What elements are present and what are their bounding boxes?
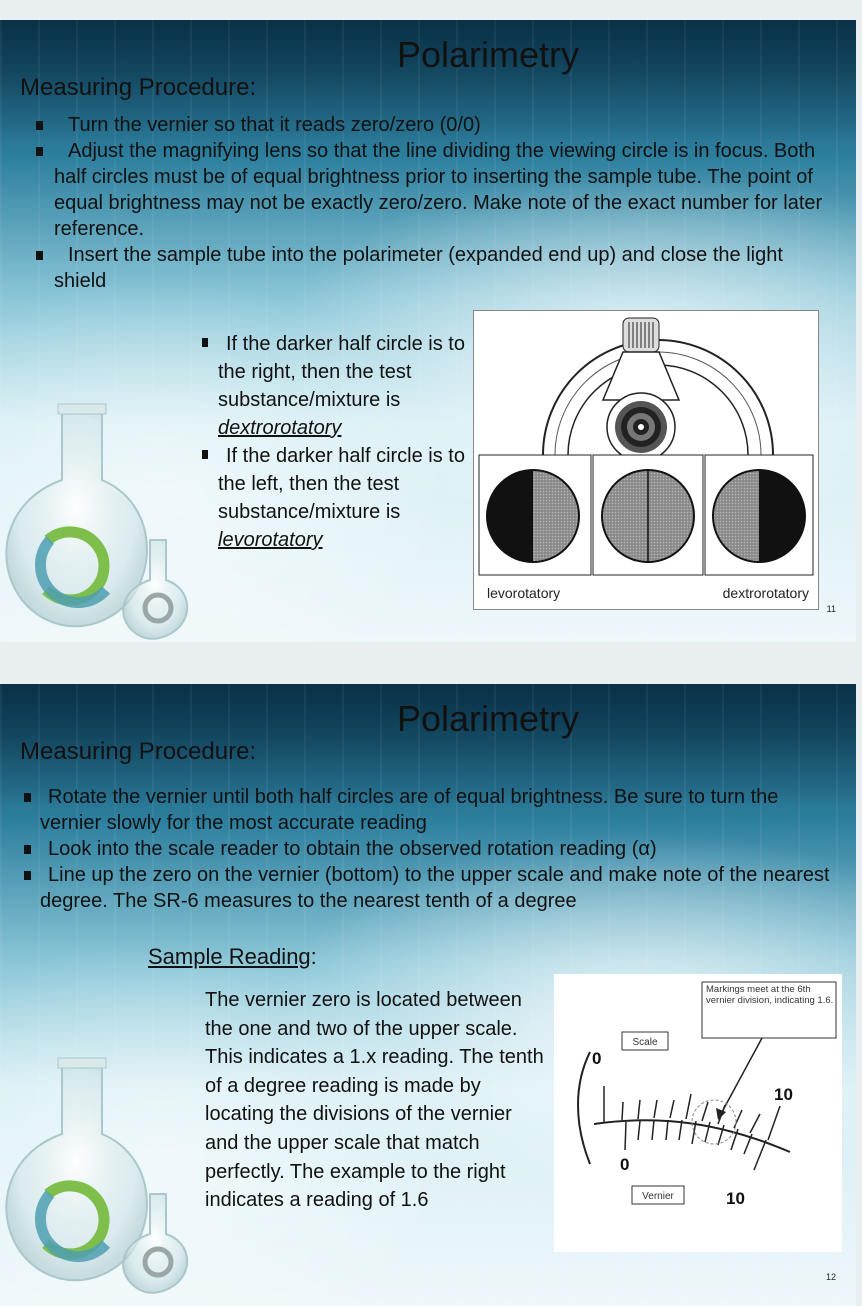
- polarimeter-instrument-drawing: [542, 317, 774, 462]
- sample-reading-heading: Sample Reading:: [148, 944, 317, 970]
- slide-header-band: [0, 20, 856, 140]
- bullet-text: Look into the scale reader to obtain the…: [48, 838, 657, 860]
- dextrorotatory-label: dextrorotatory: [723, 585, 809, 601]
- levorotatory-label: levorotatory: [487, 585, 560, 601]
- slide-subtitle: Measuring Procedure:: [20, 74, 257, 101]
- bullet-list: Rotate the vernier until both half circl…: [0, 784, 856, 914]
- bullet-text: Insert the sample tube into the polarime…: [54, 244, 783, 292]
- bullet-square-icon: [24, 793, 31, 802]
- bullet-item: Rotate the vernier until both half circl…: [0, 784, 856, 836]
- flask-illustration: [5, 1057, 189, 1294]
- bullet-item: Insert the sample tube into the polarime…: [0, 242, 856, 294]
- flask-illustration: [5, 403, 189, 640]
- sample-reading-heading-text: Sample Reading: [148, 944, 311, 969]
- bullet-square-icon: [202, 450, 208, 459]
- bullet-square-icon: [24, 845, 31, 854]
- vernier-scale-figure: Markings meet at the 6th vernier divisio…: [554, 974, 842, 1252]
- dextrorotatory-term: dextrorotatory: [218, 417, 342, 439]
- bullet-text: Line up the zero on the vernier (bottom)…: [40, 864, 830, 912]
- upper-scale-ticks: [603, 1086, 781, 1141]
- scale-label: Scale: [632, 1037, 657, 1048]
- slide-title: Polarimetry: [396, 34, 580, 75]
- slide-subtitle: Measuring Procedure:: [20, 738, 257, 765]
- vernier-callout-text: Markings meet at the 6th vernier divisio…: [706, 984, 834, 1006]
- upper-scale-zero: 0: [592, 1049, 601, 1068]
- levorotatory-view-circle: [486, 469, 580, 563]
- sub-bullet-item: If the darker half circle is to the left…: [198, 442, 468, 554]
- sub-bullet-list: If the darker half circle is to the righ…: [198, 330, 468, 554]
- sub-bullet-text: If the darker half circle is to the left…: [218, 445, 465, 523]
- bullet-square-icon: [36, 121, 43, 130]
- sub-bullet-item: If the darker half circle is to the righ…: [198, 330, 468, 442]
- vernier-ticks: [624, 1119, 767, 1171]
- sub-bullet-text: If the darker half circle is to the righ…: [218, 333, 465, 411]
- bullet-square-icon: [36, 251, 43, 260]
- vernier-ten: 10: [726, 1189, 745, 1208]
- dextrorotatory-view-circle: [712, 469, 806, 563]
- slide-title: Polarimetry: [396, 698, 580, 739]
- bullet-square-icon: [202, 338, 208, 347]
- bullet-list: Turn the vernier so that it reads zero/z…: [0, 112, 856, 294]
- page-number: 11: [826, 604, 836, 614]
- vernier-zero: 0: [620, 1155, 629, 1174]
- equal-brightness-view-circle: [601, 469, 695, 563]
- slide-12: Polarimetry Measuring Procedure: Rotate …: [0, 684, 856, 1306]
- sample-reading-colon: :: [310, 944, 317, 969]
- bullet-text: Rotate the vernier until both half circl…: [40, 786, 779, 834]
- bullet-item: Turn the vernier so that it reads zero/z…: [0, 112, 856, 138]
- bullet-item: Look into the scale reader to obtain the…: [0, 836, 856, 862]
- levorotatory-term: levorotatory: [218, 529, 323, 551]
- polarimeter-figure: levorotatory dextrorotatory: [473, 310, 819, 610]
- bullet-square-icon: [24, 871, 31, 880]
- sample-reading-paragraph: The vernier zero is located between the …: [205, 989, 544, 1212]
- upper-scale-ten: 10: [774, 1085, 793, 1104]
- bullet-item: Adjust the magnifying lens so that the l…: [0, 138, 856, 242]
- bullet-text: Turn the vernier so that it reads zero/z…: [68, 114, 481, 136]
- bullet-square-icon: [36, 147, 43, 156]
- page-number: 12: [825, 1272, 836, 1282]
- slide-11: Polarimetry Measuring Procedure: Turn th…: [0, 20, 856, 642]
- bullet-text: Adjust the magnifying lens so that the l…: [54, 140, 823, 240]
- vernier-label: Vernier: [642, 1191, 674, 1202]
- slide-header-band: [0, 684, 856, 804]
- bullet-item: Line up the zero on the vernier (bottom)…: [0, 862, 856, 914]
